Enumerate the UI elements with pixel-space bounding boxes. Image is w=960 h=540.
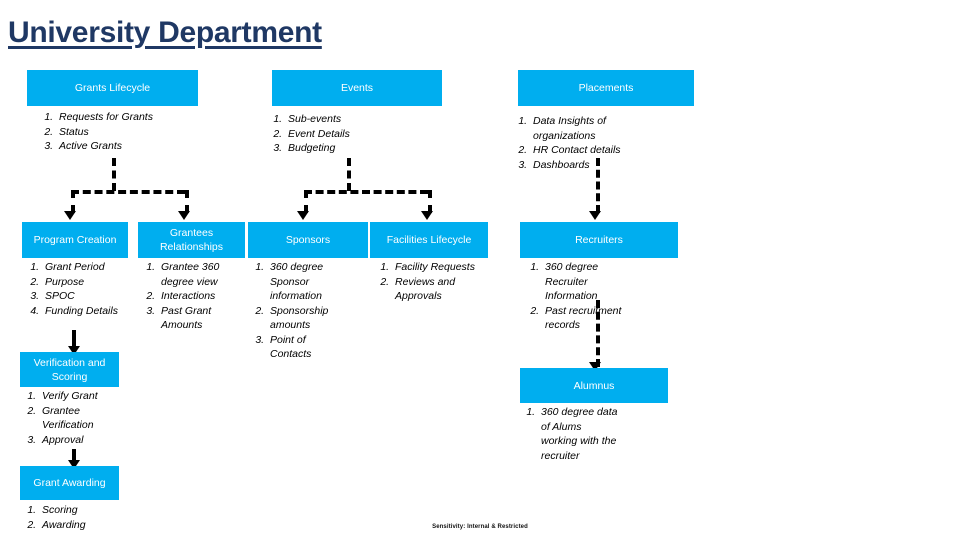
list-item: 360 degree Sponsor information [267, 260, 344, 304]
node-facilities-lifecycle-label: Facilities Lifecycle [386, 234, 472, 246]
connector-verification-to-awarding [72, 449, 76, 462]
node-alumnus-label: Alumnus [573, 379, 615, 392]
list-facilities-lifecycle: Facility Requests Reviews and Approvals [372, 260, 476, 304]
list-item: Grantee 360 degree view [158, 260, 248, 289]
node-sponsors[interactable]: Sponsors [248, 222, 368, 258]
list-item: HR Contact details [530, 143, 650, 158]
arrow-placements-to-recruiters-icon [589, 211, 601, 220]
arrow-events-to-facilities-icon [421, 211, 433, 220]
list-grants-lifecycle: Requests for Grants Status Active Grants [36, 110, 216, 154]
list-item: Status [56, 125, 216, 140]
list-item: 360 degree data of Alums working with th… [538, 405, 618, 463]
list-item: Budgeting [285, 141, 440, 156]
node-events-label: Events [340, 82, 374, 94]
arrow-verification-to-awarding-icon [68, 460, 80, 469]
node-grantees-relationships[interactable]: Grantees Relationships [138, 222, 245, 258]
node-placements[interactable]: Placements [518, 70, 694, 106]
list-item: SPOC [42, 289, 130, 304]
node-verification-and-scoring-label: Verification and Scoring [33, 356, 106, 383]
list-item: Grant Period [42, 260, 130, 275]
node-facilities-lifecycle[interactable]: Facilities Lifecycle [370, 222, 488, 258]
list-item: Sub-events [285, 112, 440, 127]
arrow-program-to-verification-icon [68, 346, 80, 355]
connector-program-to-verification [72, 330, 76, 348]
node-grants-lifecycle[interactable]: Grants Lifecycle [27, 70, 198, 106]
node-alumnus[interactable]: Alumnus [520, 368, 668, 403]
arrow-recruiters-to-alumnus-icon [589, 362, 601, 371]
connector-placements-to-recruiters [596, 158, 600, 213]
connector-grants-to-program [71, 190, 75, 213]
connector-events-to-facilities [428, 190, 432, 213]
page-title: University Department [8, 16, 322, 49]
list-item: Scoring [39, 503, 124, 518]
connector-grants-bar [71, 190, 185, 194]
connector-events-trunk [347, 158, 351, 191]
list-program-creation: Grant Period Purpose SPOC Funding Detail… [22, 260, 130, 318]
node-program-creation[interactable]: Program Creation [22, 222, 128, 258]
list-item: Dashboards [530, 158, 650, 173]
list-item: Awarding [39, 518, 124, 533]
node-grantees-relationships-label: Grantees Relationships [159, 227, 224, 253]
list-item: Reviews and Approvals [392, 275, 476, 304]
sensitivity-footer: Sensitivity: Internal & Restricted [432, 524, 528, 530]
list-item: Active Grants [56, 139, 216, 154]
list-alumnus: 360 degree data of Alums working with th… [518, 405, 618, 463]
list-item: Past Grant Amounts [158, 304, 248, 333]
list-item: Event Details [285, 127, 440, 142]
list-item: Facility Requests [392, 260, 476, 275]
node-program-creation-label: Program Creation [33, 234, 117, 246]
list-item: Grantee Verification [39, 404, 124, 433]
node-recruiters[interactable]: Recruiters [520, 222, 678, 258]
list-verification-and-scoring: Verify Grant Grantee Verification Approv… [19, 389, 124, 447]
node-placements-label: Placements [578, 82, 634, 94]
connector-events-bar [304, 190, 428, 194]
list-item: Requests for Grants [56, 110, 216, 125]
arrow-events-to-sponsors-icon [297, 211, 309, 220]
list-grant-awarding: Scoring Awarding [19, 503, 124, 532]
node-grants-lifecycle-label: Grants Lifecycle [74, 82, 151, 94]
list-item: Verify Grant [39, 389, 124, 404]
connector-grants-trunk [112, 158, 116, 191]
node-events[interactable]: Events [272, 70, 442, 106]
list-item: Data Insights of organizations [530, 114, 650, 143]
node-sponsors-label: Sponsors [285, 234, 331, 246]
list-item: Point of Contacts [267, 333, 344, 362]
list-item: Sponsorship amounts [267, 304, 344, 333]
node-grant-awarding-label: Grant Awarding [33, 477, 106, 489]
list-item: 360 degree Recruiter Information [542, 260, 634, 304]
node-grant-awarding[interactable]: Grant Awarding [20, 466, 119, 500]
connector-grants-to-grantees [185, 190, 189, 213]
arrow-grants-to-program-icon [64, 211, 76, 220]
list-events: Sub-events Event Details Budgeting [265, 112, 440, 156]
arrow-grants-to-grantees-icon [178, 211, 190, 220]
list-grantees-relationships: Grantee 360 degree view Interactions Pas… [138, 260, 248, 333]
list-item: Interactions [158, 289, 248, 304]
list-item: Approval [39, 433, 124, 448]
list-item: Purpose [42, 275, 130, 290]
node-recruiters-label: Recruiters [575, 234, 623, 246]
list-item: Funding Details [42, 304, 130, 319]
list-sponsors: 360 degree Sponsor information Sponsorsh… [247, 260, 344, 362]
list-item: Past recruitment records [542, 304, 634, 333]
node-verification-and-scoring[interactable]: Verification and Scoring [20, 352, 119, 387]
connector-events-to-sponsors [304, 190, 308, 213]
list-recruiters: 360 degree Recruiter Information Past re… [522, 260, 634, 333]
connector-recruiters-to-alumnus [596, 300, 600, 367]
list-placements: Data Insights of organizations HR Contac… [510, 114, 650, 172]
